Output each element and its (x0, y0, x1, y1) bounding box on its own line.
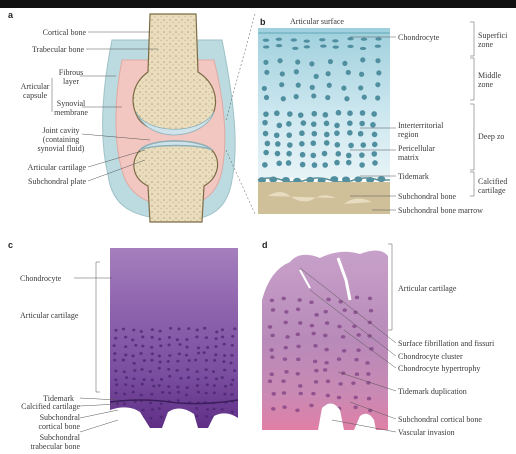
cell-mark (297, 298, 301, 302)
cell-mark (285, 335, 289, 339)
label-vascular-invasion: Vascular invasion (398, 428, 455, 437)
cell-mark (296, 345, 300, 349)
cell-mark (314, 313, 318, 317)
cell-mark (271, 308, 275, 312)
cell-mark (326, 394, 330, 398)
cell-mark (355, 372, 359, 376)
cell-mark (314, 380, 318, 384)
cell-mark (284, 370, 288, 374)
cell-mark (272, 392, 276, 396)
cell-mark (356, 348, 360, 352)
cell-mark (323, 368, 327, 372)
label-subchondral-cortical-bone-d: Subchondral cortical bone (398, 415, 482, 424)
cell-mark (337, 325, 341, 329)
cell-mark (341, 335, 345, 339)
cell-mark (296, 358, 300, 362)
cell-mark (284, 346, 288, 350)
cell-mark (342, 349, 346, 353)
cell-mark (325, 321, 329, 325)
cell-mark (270, 334, 274, 338)
cell-mark (310, 324, 314, 328)
cell-mark (311, 392, 315, 396)
cell-mark (366, 372, 370, 376)
cell-mark (326, 298, 330, 302)
cell-mark (281, 297, 285, 301)
cell-mark (351, 381, 355, 385)
cell-mark (324, 348, 328, 352)
cell-mark (268, 325, 272, 329)
cell-mark (295, 408, 299, 412)
cell-mark (271, 407, 275, 411)
cell-mark (355, 296, 359, 300)
cell-mark (283, 321, 287, 325)
cell-mark (296, 333, 300, 337)
cell-mark (354, 358, 358, 362)
cell-mark (324, 310, 328, 314)
cell-mark (368, 297, 372, 301)
cell-mark (357, 333, 361, 337)
cell-mark (369, 309, 373, 313)
cell-mark (323, 334, 327, 338)
cell-mark (270, 372, 274, 376)
cell-mark (312, 332, 316, 336)
cell-mark (326, 380, 330, 384)
cell-mark (299, 392, 303, 396)
label-chondrocyte-hypertrophy: Chondrocyte hypertrophy (398, 364, 480, 373)
cell-mark (270, 355, 274, 359)
cell-mark (353, 405, 357, 409)
cell-mark (338, 382, 342, 386)
cell-mark (268, 379, 272, 383)
cell-mark (281, 379, 285, 383)
cell-mark (298, 321, 302, 325)
cell-mark (296, 308, 300, 312)
cell-mark (343, 308, 347, 312)
cell-mark (314, 369, 318, 373)
cell-mark (365, 361, 369, 365)
cell-mark (282, 391, 286, 395)
oa-cartilage-section (262, 250, 388, 430)
cell-mark (269, 348, 273, 352)
cell-mark (354, 396, 358, 400)
cell-mark (339, 300, 343, 304)
cell-mark (367, 397, 371, 401)
label-tidemark-duplication: Tidemark duplication (398, 387, 467, 396)
cell-mark (309, 300, 313, 304)
cell-mark (284, 310, 288, 314)
cell-mark (296, 372, 300, 376)
cell-mark (337, 357, 341, 361)
label-chondrocyte-cluster: Chondrocyte cluster (398, 352, 463, 361)
cell-mark (313, 344, 317, 348)
label-surface-fibrillation: Surface fibrillation and fissuri (398, 339, 494, 348)
cell-mark (313, 360, 317, 364)
label-articular-cartilage-d: Articular cartilage (398, 284, 456, 293)
cell-mark (283, 357, 287, 361)
cell-mark (337, 396, 341, 400)
cell-mark (309, 404, 313, 408)
cell-mark (282, 405, 286, 409)
cell-mark (324, 361, 328, 365)
cell-mark (298, 384, 302, 388)
cell-mark (270, 299, 274, 303)
